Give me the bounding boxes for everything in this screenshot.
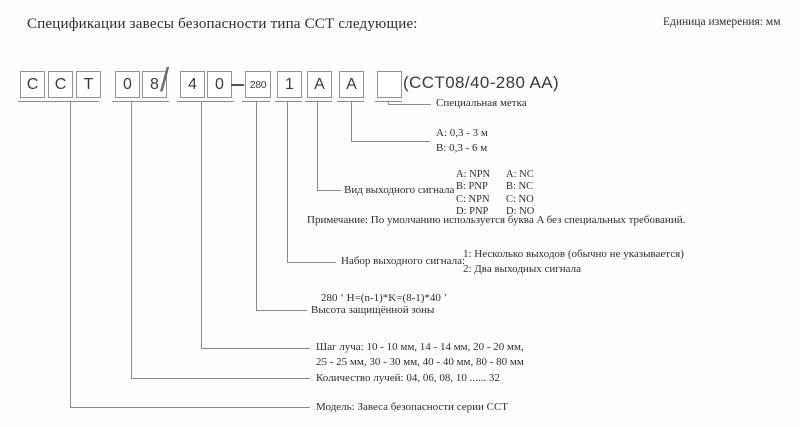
slash-separator: / xyxy=(160,61,170,98)
page-title: Спецификации завесы безопасности типа СС… xyxy=(27,16,418,32)
underline-cct xyxy=(18,101,99,103)
output-type-cell: D: NO xyxy=(506,206,535,218)
connector-beam-count-horizontal xyxy=(131,378,310,380)
connector-mark-vertical xyxy=(388,101,390,105)
height-label: Высота защищённой зоны xyxy=(311,304,435,316)
code-box-c2: C xyxy=(48,71,73,98)
underline-1 xyxy=(275,101,302,103)
code-box-a2: A xyxy=(339,71,364,98)
connector-beam-count-vertical xyxy=(131,101,133,379)
code-box-a1: A xyxy=(307,71,332,98)
output-type-cell: C: NPN xyxy=(456,193,490,205)
connector-height-horizontal xyxy=(256,310,307,312)
output-set-options: 1: Несколько выходов (обычно не указывае… xyxy=(463,247,684,276)
height-formula: 280 ‘ H=(n-1)*K=(8-1)*40 ’ xyxy=(321,292,448,304)
code-box-280: 280 xyxy=(245,71,271,98)
special-mark-label: Специальная метка xyxy=(436,97,527,109)
beam-step-label: Шаг луча: 10 - 10 мм, 14 - 14 мм, 20 - 2… xyxy=(316,340,524,370)
connector-range-vertical xyxy=(351,101,353,142)
connector-beam-step-horizontal xyxy=(201,348,310,350)
code-box-blank xyxy=(377,71,402,98)
output-type-cell: A: NPN xyxy=(456,169,491,180)
connector-range-horizontal xyxy=(351,141,430,143)
output-type-cell: A: NC xyxy=(506,169,534,180)
connector-model-horizontal xyxy=(70,407,310,409)
output-type-table: A: NPN A: NC B: PNP B: NC C: NPN C: NO D… xyxy=(456,169,534,219)
code-box-0b: 0 xyxy=(207,71,232,98)
code-box-4: 4 xyxy=(180,71,205,98)
connector-model-vertical xyxy=(70,101,72,408)
range-options: A: 0,3 - 3 м B: 0,3 - 6 м xyxy=(436,126,488,155)
full-code-text: (CCT08/40-280 AA) xyxy=(403,73,560,92)
code-box-c1: C xyxy=(20,71,45,98)
code-box-0a: 0 xyxy=(115,71,140,98)
connector-output-type-vertical xyxy=(317,101,319,191)
output-type-cell: B: PNP xyxy=(456,181,488,193)
connector-beam-step-vertical xyxy=(201,101,203,349)
range-option-a: A: 0,3 - 3 м xyxy=(436,127,488,139)
output-type-cell: C: NO xyxy=(506,193,534,205)
code-box-1: 1 xyxy=(277,71,302,98)
connector-mark-horizontal xyxy=(388,104,431,106)
output-type-cell: D: PNP xyxy=(456,206,489,218)
output-type-cell: B: NC xyxy=(506,181,534,193)
code-box-8: 8 xyxy=(142,71,167,98)
connector-output-set-vertical xyxy=(287,101,289,263)
range-option-b: B: 0,3 - 6 м xyxy=(436,141,488,154)
connector-output-type-horizontal xyxy=(317,190,341,192)
code-box-t: T xyxy=(76,71,101,98)
unit-note: Единица измерения: мм xyxy=(663,16,781,28)
output-set-option-2: 2: Два выходных сигнала xyxy=(463,262,581,275)
default-note: Примечание: По умолчанию используется бу… xyxy=(307,214,686,226)
output-type-label: Вид выходного сигнала xyxy=(344,184,455,196)
underline-a2 xyxy=(337,101,364,103)
model-label: Модель: Завеса безопасности серии ССТ xyxy=(316,401,509,413)
beam-step-line-2: 25 - 25 мм, 30 - 30 мм, 40 - 40 мм, 80 -… xyxy=(316,356,524,368)
connector-height-vertical xyxy=(256,101,258,311)
underline-a1 xyxy=(305,101,332,103)
dash-separator xyxy=(231,84,244,86)
underline-08 xyxy=(112,101,169,103)
beam-step-line-1: Шаг луча: 10 - 10 мм, 14 - 14 мм, 20 - 2… xyxy=(316,341,524,353)
connector-output-set-horizontal xyxy=(287,262,336,264)
underline-40 xyxy=(177,101,234,103)
output-set-label: Набор выходного сигнала: xyxy=(341,255,466,267)
output-set-option-1: 1: Несколько выходов (обычно не указывае… xyxy=(463,248,684,260)
beam-count-label: Количество лучей: 04, 06, 08, 10 ...... … xyxy=(316,372,500,384)
